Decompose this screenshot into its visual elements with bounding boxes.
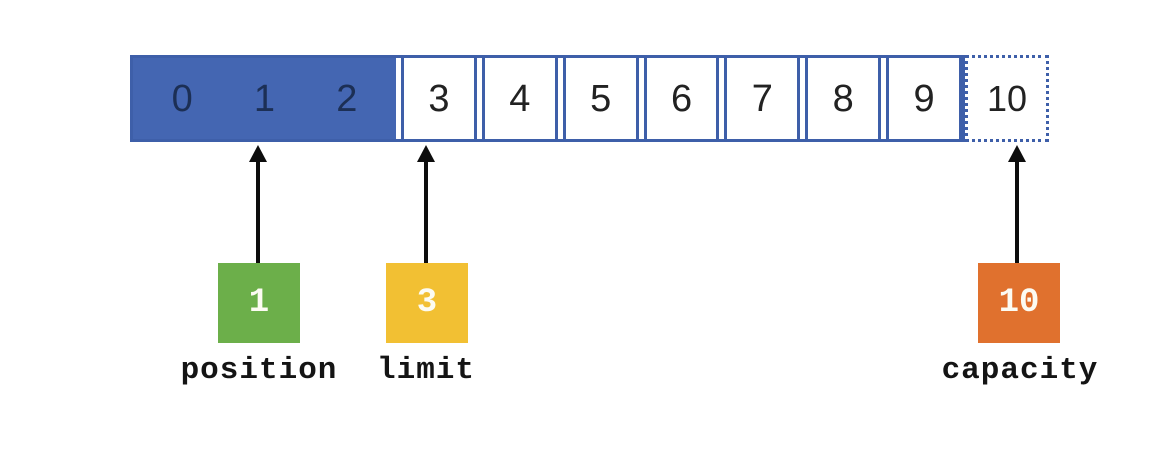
arrow-line xyxy=(424,162,428,263)
cell-index: 1 xyxy=(253,77,276,120)
buffer-cell: 7 xyxy=(724,58,801,139)
buffer-cell: 4 xyxy=(481,58,558,139)
limit-value: 3 xyxy=(416,284,438,322)
cell-index: 10 xyxy=(986,77,1028,119)
buffer-cell: 5 xyxy=(562,58,639,139)
position-value: 1 xyxy=(248,284,270,322)
buffer-cell: 6 xyxy=(643,58,720,139)
cell-index: 5 xyxy=(590,77,612,120)
capacity-arrow xyxy=(1008,145,1026,263)
buffer-cell: 8 xyxy=(805,58,882,139)
cell-index: 4 xyxy=(509,77,531,120)
cell-index: 0 xyxy=(171,77,193,120)
position-value-box: 1 xyxy=(218,263,300,343)
buffer-bar: 0 1 2 3 4 5 6 7 8 9 xyxy=(130,55,965,142)
arrow-up-icon xyxy=(1008,145,1026,162)
position-label: position xyxy=(180,353,338,388)
capacity-value-box: 10 xyxy=(978,263,1060,343)
buffer-cell: 9 xyxy=(886,58,963,139)
position-arrow xyxy=(249,145,267,263)
cell-index: 8 xyxy=(832,77,854,120)
limit-label: limit xyxy=(376,353,475,388)
cell-index: 3 xyxy=(428,77,450,120)
buffer-cell: 3 xyxy=(401,58,477,139)
limit-arrow xyxy=(417,145,435,263)
capacity-value: 10 xyxy=(998,284,1040,322)
arrow-line xyxy=(256,162,260,263)
cell-index: 7 xyxy=(751,77,773,120)
arrow-up-icon xyxy=(249,145,267,162)
limit-value-box: 3 xyxy=(386,263,468,343)
arrow-line xyxy=(1015,162,1019,263)
cell-index: 6 xyxy=(670,77,693,120)
cell-index: 2 xyxy=(336,77,358,120)
capacity-label: capacity xyxy=(941,353,1099,388)
cell-index: 9 xyxy=(913,77,935,120)
filled-region: 0 1 2 xyxy=(133,58,396,139)
arrow-up-icon xyxy=(417,145,435,162)
capacity-cell: 10 xyxy=(965,55,1049,142)
